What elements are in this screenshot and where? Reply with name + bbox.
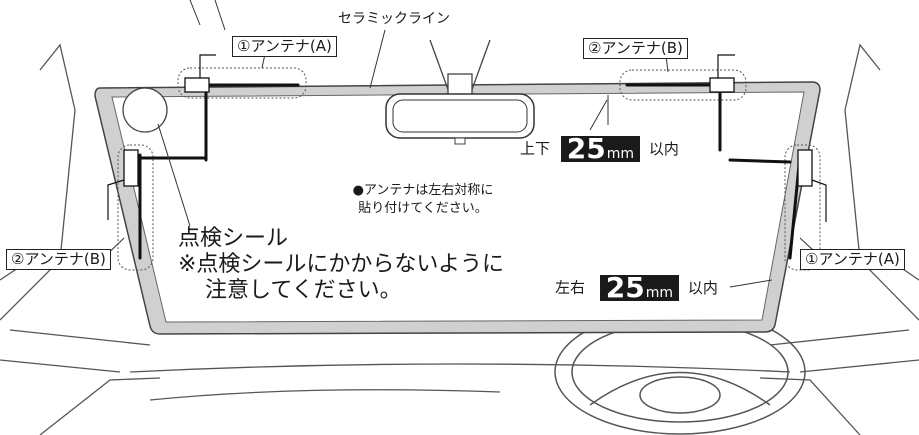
antenna-1a-right-label: ①アンテナ(A) (800, 249, 905, 270)
caution-note-line1: ※点検シールにかからないように (178, 252, 504, 277)
caution-note-line2: 注意してください。 (205, 278, 402, 303)
vertical-limit-value: 25 (566, 132, 606, 165)
antenna-cables (107, 54, 827, 222)
antenna-2b-top-label: ②アンテナ(B) (583, 38, 688, 59)
symmetry-note: ●アンテナは左右対称に 貼り付けてください。 (318, 182, 528, 217)
antenna-elements (136, 83, 802, 260)
inspection-seal-label: 点検シール (178, 226, 289, 251)
symmetry-note-line1: ●アンテナは左右対称に (352, 183, 494, 198)
horizontal-limit-prefix: 左右 (555, 278, 586, 297)
vertical-limit-unit: mm (606, 146, 635, 162)
horizontal-limit-value: 25 (605, 271, 645, 304)
symmetry-note-line2: 貼り付けてください。 (358, 200, 488, 216)
vertical-limit-badge: 25mm (560, 135, 641, 163)
inspection-seal (122, 87, 168, 133)
horizontal-limit-badge: 25mm (599, 274, 680, 302)
car-body-outline (0, 43, 919, 373)
horizontal-limit-unit: mm (645, 285, 674, 301)
ceramic-line-label: セラミックライン (338, 11, 450, 27)
antenna-mounts (123, 77, 813, 187)
dashboard (39, 363, 861, 435)
antenna-2b-left-label: ②アンテナ(B) (6, 249, 111, 270)
horizontal-limit-suffix: 以内 (687, 278, 718, 297)
antenna-1a-top-label: ①アンテナ(A) (232, 36, 337, 57)
horizontal-limit: 左右 25mm 以内 (555, 274, 718, 302)
vertical-limit-prefix: 上下 (520, 139, 551, 158)
rearview-mirror (385, 39, 535, 145)
vertical-limit: 上下 25mm 以内 (520, 135, 679, 163)
antenna-callout-outlines (117, 67, 821, 271)
vertical-limit-suffix: 以内 (648, 139, 679, 158)
